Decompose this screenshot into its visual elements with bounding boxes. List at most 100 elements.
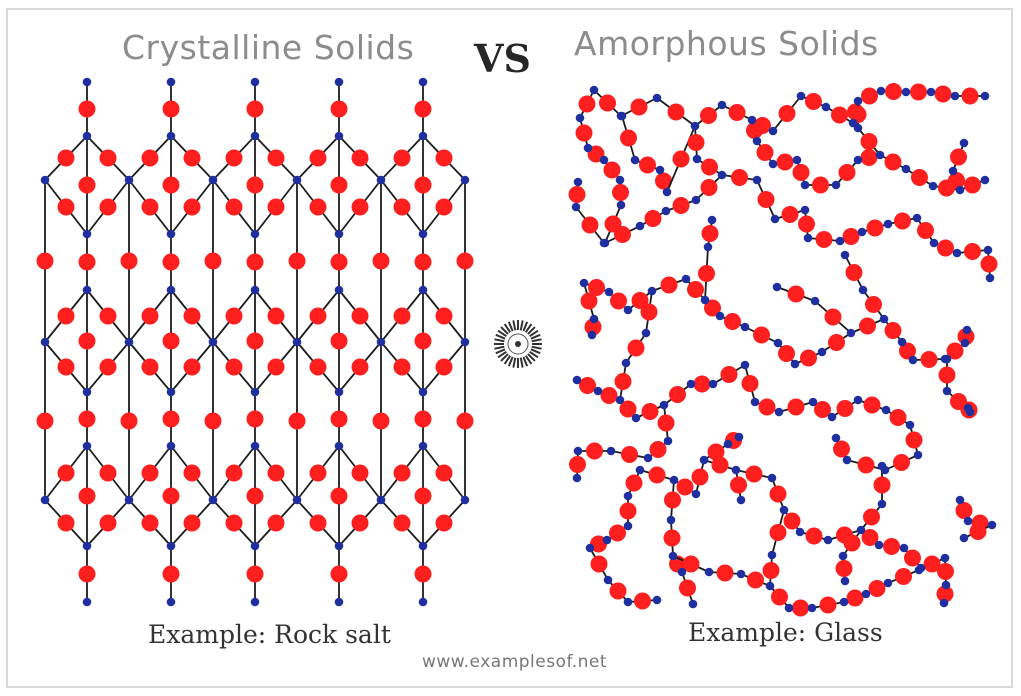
silicon-atom (250, 541, 260, 551)
oxygen-atom (783, 512, 801, 530)
silicon-atom (774, 407, 784, 417)
silicon-atom (575, 113, 585, 123)
oxygen-atom (923, 555, 941, 573)
silicon-atom (334, 77, 344, 87)
oxygen-atom (980, 255, 998, 273)
oxygen-atom (950, 148, 967, 166)
oxygen-atom (771, 588, 788, 606)
oxygen-atom (204, 412, 222, 430)
oxygen-atom (660, 276, 678, 294)
oxygen-atom (330, 487, 348, 505)
oxygen-atom (183, 464, 201, 482)
silicon-atom (334, 541, 344, 551)
oxygen-atom (948, 172, 965, 189)
oxygen-atom (78, 332, 96, 350)
oxygen-atom (162, 410, 180, 428)
oxygen-atom (824, 308, 842, 326)
silicon-atom (623, 305, 633, 315)
silicon-atom (942, 386, 952, 396)
oxygen-atom (99, 514, 117, 532)
oxygen-atom (183, 514, 201, 532)
oxygen-atom (99, 198, 117, 216)
badge-tick (522, 321, 529, 332)
silicon-atom (734, 432, 744, 442)
oxygen-atom (672, 197, 690, 214)
silicon-atom (807, 603, 817, 613)
oxygen-atom (938, 366, 956, 384)
silicon-atom (589, 314, 599, 324)
oxygen-atom (586, 442, 603, 460)
silicon-atom (704, 567, 714, 577)
oxygen-atom (36, 412, 54, 430)
silicon-atom (768, 159, 778, 169)
oxygen-atom (330, 100, 348, 118)
oxygen-atom (753, 326, 770, 344)
oxygen-atom (372, 412, 390, 430)
oxygen-atom (351, 307, 369, 325)
oxygen-atom (873, 476, 891, 494)
oxygen-atom (393, 514, 411, 532)
silicon-atom (82, 441, 92, 451)
badge-tick (519, 320, 524, 331)
silicon-atom (677, 567, 687, 577)
oxygen-atom (778, 345, 795, 362)
silicon-atom (717, 100, 727, 110)
silicon-atom (579, 278, 589, 288)
oxygen-atom (758, 398, 776, 416)
silicon-atom (929, 238, 939, 248)
silicon-atom (853, 395, 863, 405)
silicon-atom (652, 595, 662, 605)
silicon-atom (955, 495, 965, 505)
silicon-atom (250, 77, 260, 87)
oxygen-atom (884, 153, 902, 171)
oxygen-atom (99, 358, 117, 376)
oxygen-atom (309, 198, 327, 216)
oxygen-atom (860, 149, 878, 166)
oxygen-atom (757, 191, 775, 208)
oxygen-atom (99, 149, 117, 167)
silicon-atom (817, 347, 827, 357)
oxygen-atom (246, 100, 264, 118)
oxygen-atom (267, 307, 285, 325)
silicon-atom (959, 138, 969, 148)
silicon-atom (700, 295, 710, 305)
silicon-atom (952, 248, 962, 258)
silicon-atom (623, 521, 633, 531)
silicon-atom (82, 229, 92, 239)
oxygen-atom (711, 456, 729, 474)
oxygen-atom (792, 599, 809, 617)
silicon-atom (840, 250, 850, 260)
silicon-atom (827, 412, 837, 422)
oxygen-atom (883, 538, 900, 555)
silicon-atom (736, 495, 746, 505)
oxygen-atom (911, 169, 928, 186)
silicon-atom (82, 77, 92, 87)
oxygen-atom (676, 478, 694, 496)
oxygen-atom (946, 342, 964, 360)
oxygen-atom (603, 161, 621, 179)
silicon-atom (916, 563, 926, 573)
oxygen-atom (687, 281, 704, 298)
oxygen-atom (288, 412, 306, 430)
silicon-atom (635, 465, 645, 475)
oxygen-atom (330, 176, 348, 194)
silicon-atom (810, 296, 820, 306)
silicon-atom (723, 439, 733, 449)
oxygen-atom (57, 149, 75, 167)
silicon-atom (623, 597, 633, 607)
oxygen-atom (843, 534, 861, 552)
silicon-atom (418, 597, 428, 607)
silicon-atom (838, 551, 848, 561)
silicon-atom (691, 195, 701, 205)
silicon-atom (621, 358, 631, 368)
silicon-atom (987, 520, 997, 530)
oxygen-atom (889, 409, 907, 426)
silicon-atom (82, 541, 92, 551)
amorphous-title: Amorphous Solids (574, 24, 879, 63)
oxygen-atom (704, 299, 721, 317)
silicon-atom (839, 597, 849, 607)
silicon-atom (708, 379, 718, 389)
oxygen-atom (812, 176, 829, 194)
silicon-atom (980, 175, 990, 185)
silicon-atom (585, 543, 595, 553)
